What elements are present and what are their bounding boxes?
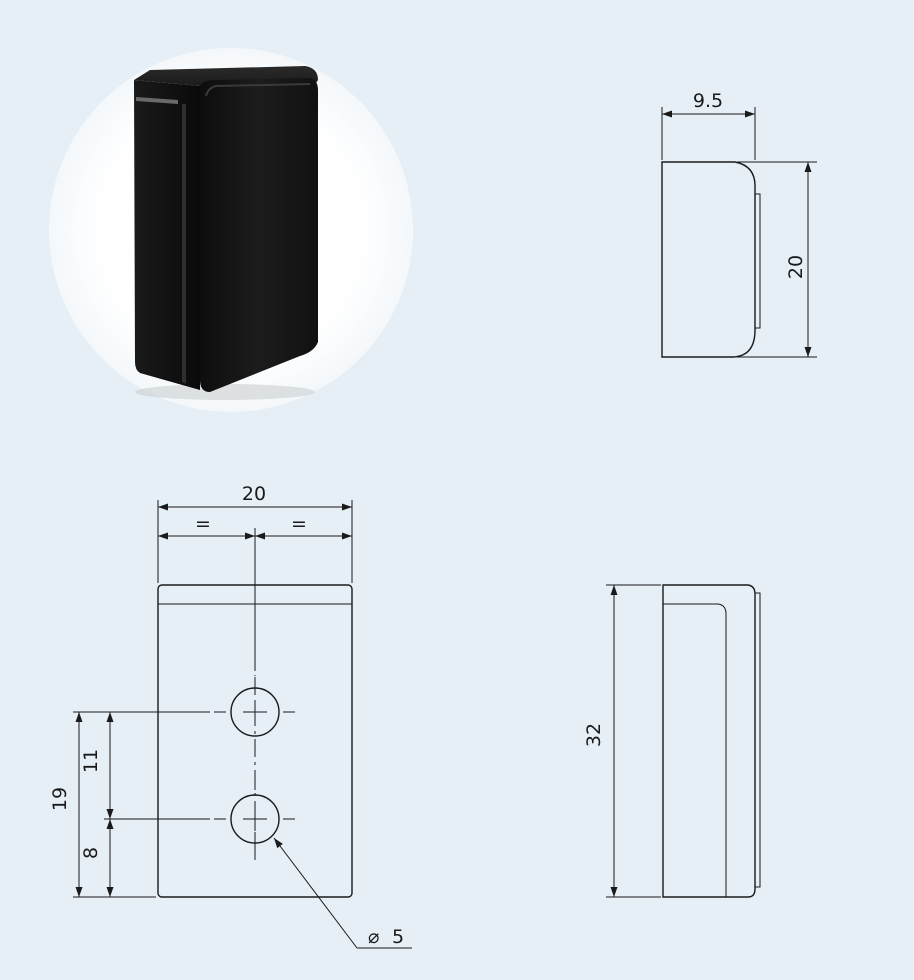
profile-view-outline [662, 584, 756, 898]
dimension-label-11: 11 [80, 749, 102, 773]
dimension-label-20-horizontal: 20 [242, 483, 266, 505]
profile-view-lip [755, 592, 761, 888]
equal-label-right: = [291, 513, 307, 535]
side-view-outline [661, 161, 756, 358]
equal-label-left: = [195, 513, 211, 535]
dimension-label-8: 8 [80, 847, 102, 859]
dimension-label-9-5: 9.5 [693, 90, 723, 112]
diameter-leader [273, 837, 358, 949]
dimension-label-32: 32 [583, 723, 605, 747]
front-view: 20 = = 19 11 [49, 483, 412, 949]
side-view-lip [755, 193, 761, 329]
black-rectangular-cap-photo [134, 66, 318, 400]
diameter-symbol: ⌀ [368, 926, 379, 948]
profile-view: 32 [583, 584, 761, 898]
upper-hole [230, 687, 280, 737]
dimension-label-20-vertical: 20 [785, 255, 807, 279]
dimension-label-19: 19 [49, 787, 71, 811]
product-photo [49, 48, 413, 412]
side-view: 9.5 20 [661, 90, 817, 358]
diameter-value: 5 [392, 926, 404, 948]
lower-hole [230, 794, 280, 844]
